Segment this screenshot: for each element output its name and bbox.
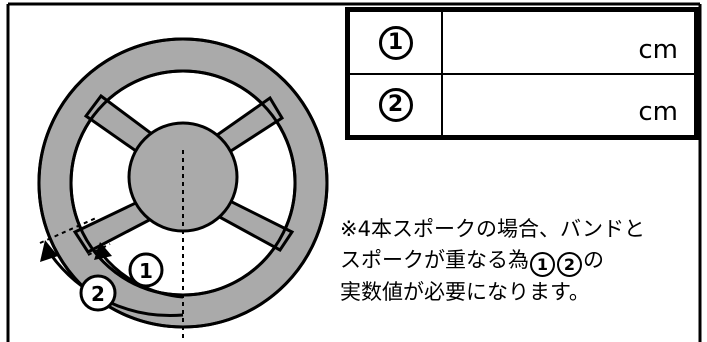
table-row-marker-cell: 2 [350,75,443,135]
note-marker-2: 2 [557,252,582,277]
note-line-1: ※4本スポークの場合、バンドと [340,217,646,241]
note-line-2-suffix: の [583,248,604,272]
note-line-3: 実数値が必要になります。 [340,280,590,304]
table-row: 1 cm [350,12,694,75]
marker-2-badge: 2 [378,88,413,122]
unit-label: cm [638,97,678,127]
note-line-2-text: スポークが重なる為 [340,248,529,272]
arrowhead-2 [40,240,58,262]
table-row-marker-cell: 1 [350,12,443,73]
unit-label: cm [638,35,678,65]
marker-2-label: 2 [91,282,105,306]
note-marker-1: 1 [530,252,555,277]
marker-1-label: 1 [139,259,153,283]
marker-2-circle [79,274,117,312]
start-dashed-line-outer [39,217,97,244]
marker-1-circle [128,252,164,288]
measurement-table: 1 cm 2 cm [345,7,699,140]
table-row: 2 cm [350,75,694,135]
marker-1-badge: 1 [378,25,413,60]
arrowhead-1 [94,242,112,260]
